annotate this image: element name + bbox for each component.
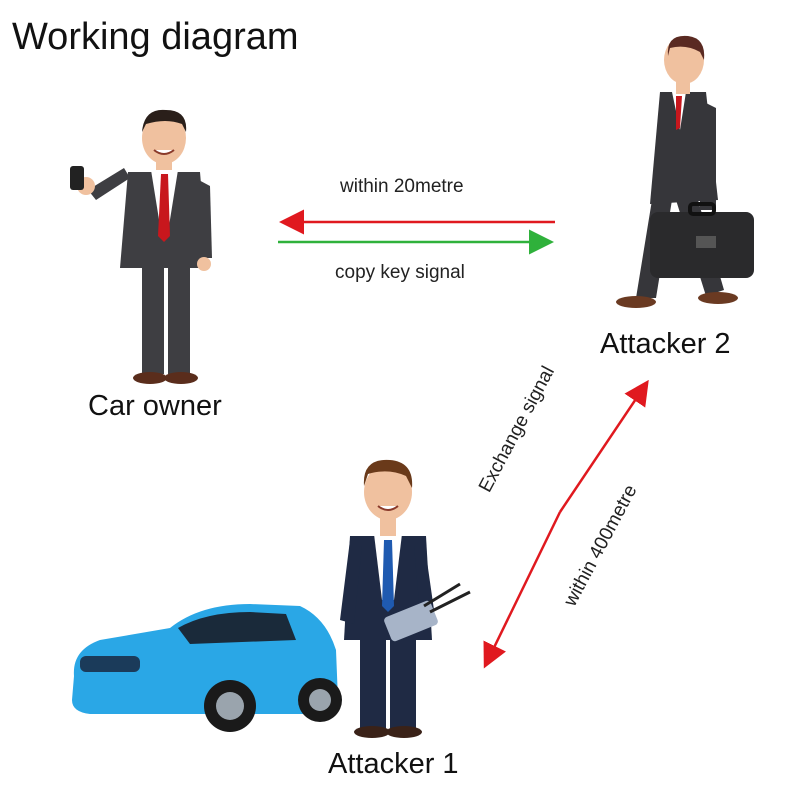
- copy-key-label: copy key signal: [335, 262, 465, 283]
- red-arrow-diagonal-up: [558, 379, 649, 513]
- car-illustration: [72, 604, 342, 732]
- within-20-label: within 20metre: [340, 176, 464, 197]
- page-title: Working diagram: [12, 16, 299, 58]
- car-owner-figure: [70, 109, 212, 384]
- attacker-2-caption: Attacker 2: [600, 328, 731, 360]
- attacker-1-figure: [340, 459, 471, 738]
- attacker-1-caption: Attacker 1: [328, 748, 459, 780]
- attacker-2-figure: [616, 35, 754, 308]
- car-owner-caption: Car owner: [88, 390, 222, 422]
- red-arrow-diagonal-down: [483, 511, 562, 669]
